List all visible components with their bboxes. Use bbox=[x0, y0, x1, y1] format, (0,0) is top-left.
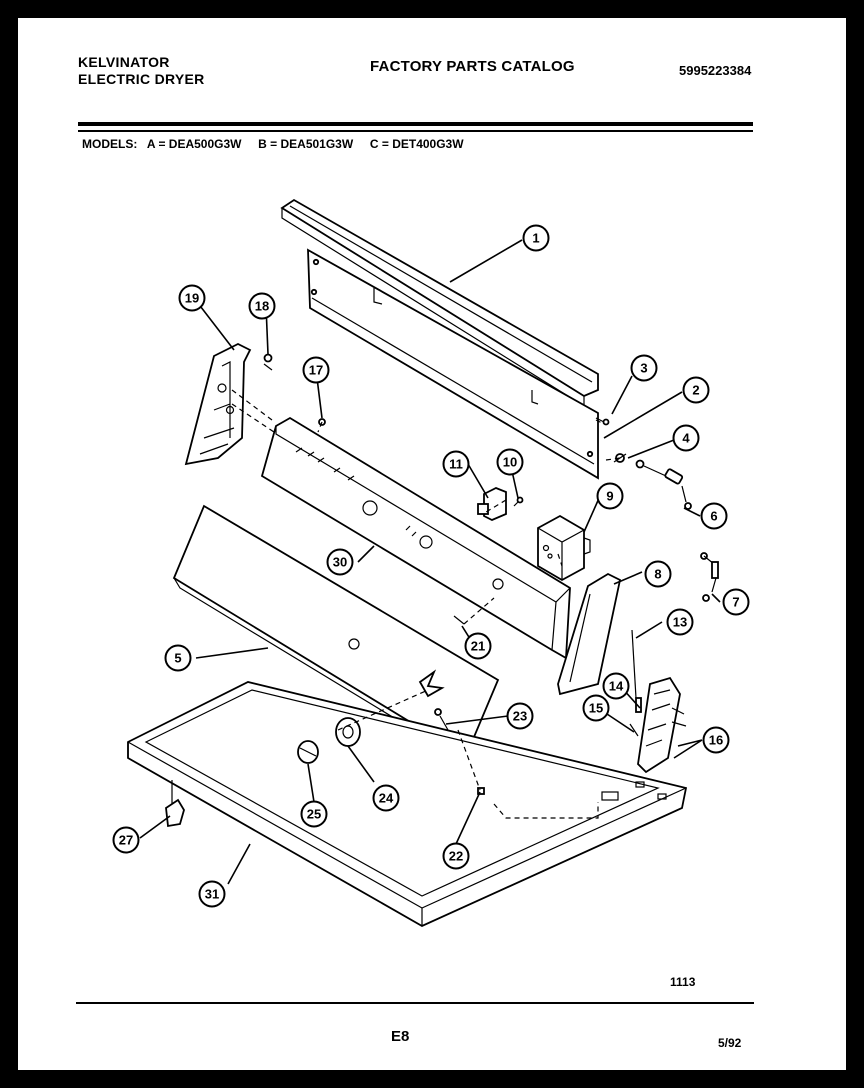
part-wire-harness-7 bbox=[700, 552, 719, 602]
callout-1: 1 bbox=[522, 224, 550, 252]
callout-label: 25 bbox=[307, 807, 321, 822]
brand-name: KELVINATOR bbox=[78, 54, 170, 70]
callout-6: 6 bbox=[700, 502, 728, 530]
part-terminal-block-16 bbox=[637, 676, 687, 774]
part-screw-18 bbox=[263, 353, 273, 371]
callout-18: 18 bbox=[248, 292, 276, 320]
callout-label: 14 bbox=[609, 679, 624, 694]
callout-2: 2 bbox=[682, 376, 710, 404]
part-wire-13 bbox=[631, 629, 637, 699]
callout-label: 1 bbox=[532, 231, 539, 246]
callout-label: 17 bbox=[309, 363, 323, 378]
callout-22: 22 bbox=[442, 842, 470, 870]
callout-label: 6 bbox=[710, 509, 717, 524]
callout-21: 21 bbox=[464, 632, 492, 660]
callout-4: 4 bbox=[672, 424, 700, 452]
figure-number: 1113 bbox=[670, 975, 696, 989]
callout-7: 7 bbox=[722, 588, 750, 616]
part-screw-21 bbox=[453, 615, 465, 625]
part-27 bbox=[165, 780, 185, 828]
callout-24: 24 bbox=[372, 784, 400, 812]
callout-14: 14 bbox=[602, 672, 630, 700]
callout-label: 8 bbox=[654, 567, 661, 582]
part-screw-10 bbox=[513, 496, 524, 507]
product-type: ELECTRIC DRYER bbox=[78, 71, 205, 87]
callout-label: 2 bbox=[692, 383, 699, 398]
callout-label: 18 bbox=[255, 299, 269, 314]
callout-13: 13 bbox=[666, 608, 694, 636]
callout-10: 10 bbox=[496, 448, 524, 476]
callout-label: 21 bbox=[471, 639, 485, 654]
callout-17: 17 bbox=[302, 356, 330, 384]
part-end-cap-right bbox=[557, 572, 622, 696]
footer-rule bbox=[76, 1002, 754, 1004]
part-clip bbox=[418, 669, 445, 698]
part-screw-3 bbox=[595, 417, 610, 426]
callout-8: 8 bbox=[644, 560, 672, 588]
callout-30: 30 bbox=[326, 548, 354, 576]
callout-11: 11 bbox=[442, 450, 470, 478]
callout-label: 24 bbox=[379, 791, 394, 806]
callout-27: 27 bbox=[112, 826, 140, 854]
parts-catalog-page: KELVINATOR ELECTRIC DRYER FACTORY PARTS … bbox=[18, 18, 846, 1070]
callout-label: 13 bbox=[673, 615, 687, 630]
callout-5: 5 bbox=[164, 644, 192, 672]
part-end-cap-left bbox=[184, 342, 252, 466]
callout-15: 15 bbox=[582, 694, 610, 722]
callout-19: 19 bbox=[178, 284, 206, 312]
callout-9: 9 bbox=[596, 482, 624, 510]
catalog-part-number: 5995223384 bbox=[679, 63, 752, 78]
callout-label: 16 bbox=[709, 733, 723, 748]
revision-date: 5/92 bbox=[718, 1036, 742, 1050]
part-console-top-cover bbox=[280, 198, 599, 408]
callout-label: 5 bbox=[174, 651, 181, 666]
callout-label: 23 bbox=[513, 709, 527, 724]
part-top-assembly-31 bbox=[127, 681, 688, 928]
catalog-title: FACTORY PARTS CATALOG bbox=[370, 58, 575, 75]
callout-label: 22 bbox=[449, 849, 463, 864]
callout-label: 10 bbox=[503, 455, 517, 470]
header-rule-thin bbox=[78, 130, 753, 132]
callout-23: 23 bbox=[506, 702, 534, 730]
callout-label: 30 bbox=[333, 555, 347, 570]
part-console-rear-panel bbox=[307, 248, 599, 480]
part-14 bbox=[635, 697, 642, 713]
callout-label: 31 bbox=[205, 887, 219, 902]
callout-25: 25 bbox=[300, 800, 328, 828]
callout-label: 4 bbox=[682, 431, 690, 446]
exploded-parts-diagram: 1 2 3 4 5 6 7 8 9 10 11 13 14 15 16 17 1… bbox=[112, 198, 750, 928]
part-15 bbox=[629, 723, 639, 737]
header-rule-thick bbox=[78, 122, 753, 126]
part-timer-9 bbox=[537, 514, 591, 582]
callout-label: 15 bbox=[589, 701, 603, 716]
part-25 bbox=[297, 740, 319, 764]
part-wire-harness-6 bbox=[635, 459, 692, 510]
callout-label: 19 bbox=[185, 291, 199, 306]
callout-3: 3 bbox=[630, 354, 658, 382]
callout-label: 7 bbox=[732, 595, 739, 610]
page-id: E8 bbox=[391, 1028, 410, 1045]
part-switch-11 bbox=[477, 487, 507, 521]
alignment-lines bbox=[231, 389, 621, 791]
callout-label: 9 bbox=[606, 489, 613, 504]
callout-label: 3 bbox=[640, 361, 647, 376]
callout-label: 27 bbox=[119, 833, 133, 848]
part-22 bbox=[477, 787, 485, 795]
callout-label: 11 bbox=[449, 457, 463, 472]
callout-16: 16 bbox=[702, 726, 730, 754]
part-23 bbox=[434, 708, 449, 731]
callout-31: 31 bbox=[198, 880, 226, 908]
models-line: MODELS: A = DEA500G3W B = DEA501G3W C = … bbox=[82, 137, 464, 151]
